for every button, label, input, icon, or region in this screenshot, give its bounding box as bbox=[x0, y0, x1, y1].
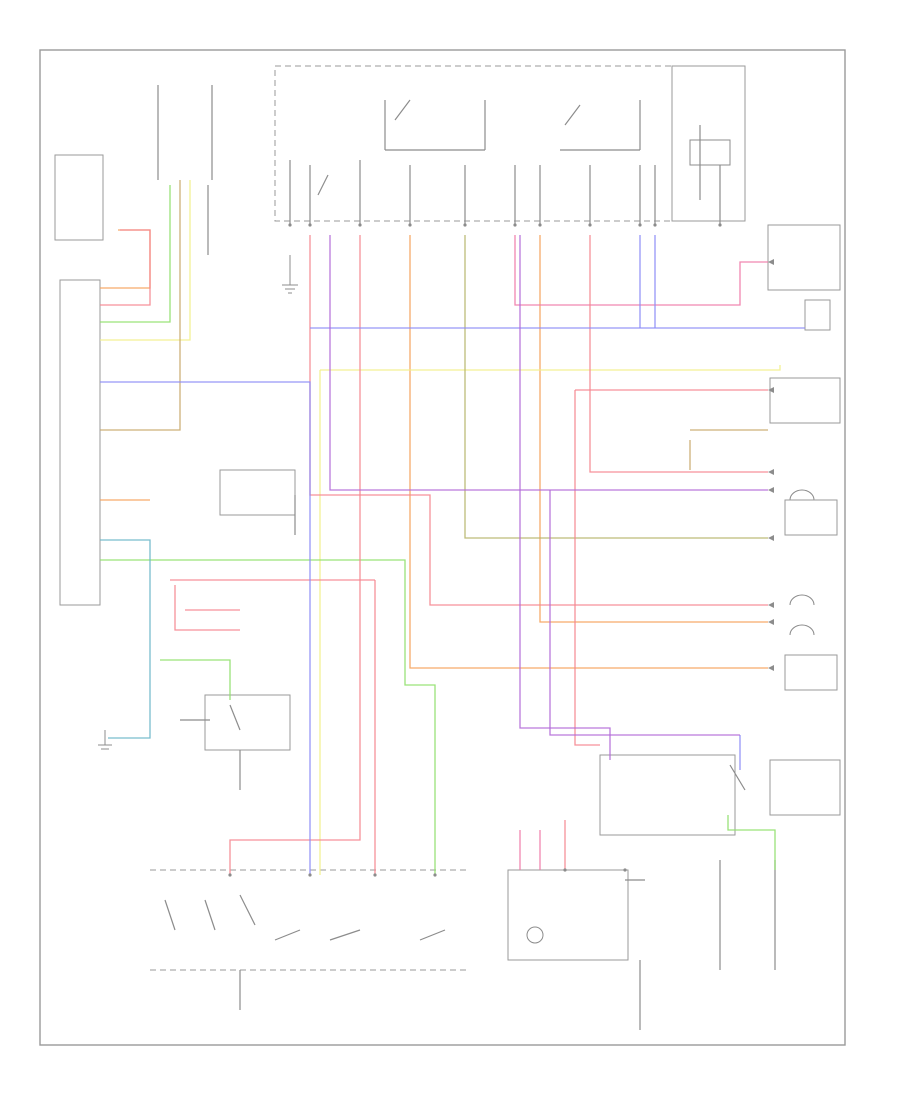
wire-teal-1 bbox=[100, 539, 151, 739]
junction-dots bbox=[228, 223, 722, 877]
wire-red-3 bbox=[309, 235, 768, 606]
right-relay-box bbox=[767, 224, 841, 291]
ground-symbol-left bbox=[98, 730, 112, 750]
combination-switch-connector bbox=[219, 469, 296, 516]
lamp-symbol-1 bbox=[789, 489, 815, 501]
wire-purple-2 bbox=[549, 490, 740, 736]
headlight-switch bbox=[204, 694, 291, 751]
wire-yellow-1 bbox=[100, 180, 191, 341]
left-power-block bbox=[59, 279, 101, 606]
left-upper-block bbox=[54, 154, 104, 241]
wire-red-2 bbox=[229, 235, 361, 875]
wire-red-9 bbox=[174, 585, 240, 631]
connector-pins-right bbox=[768, 259, 774, 671]
wire-orange-4 bbox=[409, 235, 768, 669]
right-upper-sensor bbox=[769, 377, 841, 424]
left-front-lamp bbox=[784, 654, 838, 691]
wire-tan-1 bbox=[100, 180, 181, 431]
wire-olive-1 bbox=[464, 235, 768, 539]
wire-red-6 bbox=[589, 235, 768, 473]
wire-pink-1 bbox=[514, 235, 768, 306]
ground-symbol-top bbox=[282, 255, 298, 294]
bottom-center-module bbox=[507, 869, 629, 961]
wire-purple-1 bbox=[329, 235, 768, 491]
bottom-relay-module bbox=[599, 754, 736, 836]
diagram-border bbox=[39, 49, 846, 1046]
top-switch-box bbox=[274, 65, 746, 222]
wire-green-1 bbox=[100, 185, 171, 323]
wire-green-3 bbox=[727, 815, 776, 870]
lamp-symbol-2 bbox=[789, 594, 815, 606]
top-left-feeds bbox=[157, 85, 213, 255]
wire-orange-1 bbox=[100, 229, 151, 289]
wire-green-4 bbox=[160, 659, 231, 700]
lamp-symbol-3 bbox=[789, 624, 815, 636]
wire-orange-3 bbox=[539, 235, 768, 623]
bottom-right-module bbox=[769, 759, 841, 816]
top-right-sub-box bbox=[671, 65, 746, 222]
wire-purple-3 bbox=[519, 235, 611, 760]
wire-blue-1 bbox=[100, 381, 311, 875]
bottom-switches bbox=[164, 860, 776, 1030]
top-switch-group bbox=[289, 99, 731, 225]
light-sensor bbox=[804, 299, 831, 331]
right-front-lamp bbox=[784, 499, 838, 536]
wire-green-2 bbox=[100, 559, 436, 875]
wire-red-4 bbox=[574, 390, 600, 746]
wire-yellow-2 bbox=[320, 365, 781, 371]
wire-red-1 bbox=[100, 229, 151, 306]
